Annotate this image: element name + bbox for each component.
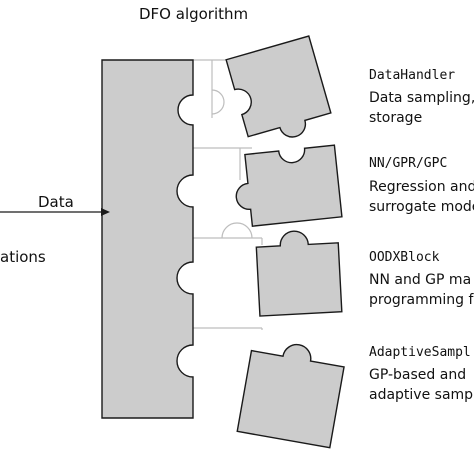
module-desc-oodx-1: NN and GP ma (369, 272, 472, 288)
module-desc-datahandler-2: storage (369, 110, 423, 126)
left-truncated-label: ations (0, 248, 46, 266)
puzzle-piece-oodx (255, 230, 343, 317)
slot-outlines (193, 59, 263, 330)
puzzle-piece-datahandler (225, 35, 332, 138)
module-desc-adaptive-2: adaptive sampl (369, 387, 474, 403)
module-name-adaptive: AdaptiveSampl (369, 345, 471, 360)
module-desc-nngpr-1: Regression and (369, 179, 474, 195)
module-name-nngpr: NN/GPR/GPC (369, 156, 448, 171)
input-arrow (0, 208, 110, 216)
module-desc-nngpr-2: surrogate mode (369, 199, 474, 215)
puzzle-piece-adaptive (236, 343, 345, 449)
module-desc-datahandler-1: Data sampling, (369, 90, 474, 106)
module-name-oodx: OODXBlock (369, 250, 440, 265)
module-desc-oodx-2: programming fo (369, 292, 474, 308)
puzzle-piece-nngpr (235, 144, 343, 227)
diagram-title: DFO algorithm (139, 5, 249, 23)
dfo-main-block (101, 59, 194, 419)
module-desc-adaptive-1: GP-based and (369, 367, 467, 383)
input-arrow-label: Data (38, 193, 74, 211)
module-name-datahandler: DataHandler (369, 68, 456, 83)
